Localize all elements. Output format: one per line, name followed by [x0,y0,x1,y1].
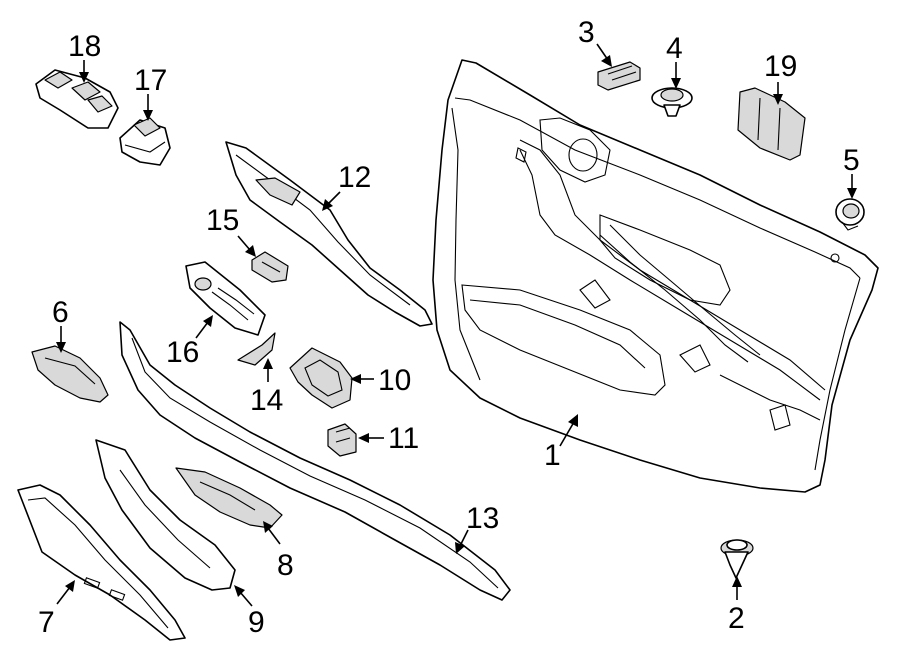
lower-trim-panel-drawing [17,484,186,641]
insulator-pad-drawing [737,87,806,161]
callout-number-8: 8 [277,549,294,582]
callout-number-1: 1 [544,439,561,472]
callout-14: 14 [250,358,283,417]
push-retainer-drawing [720,539,754,579]
callout-number-11: 11 [388,422,419,455]
callout-number-4: 4 [666,32,683,65]
callout-11: 11 [358,422,419,455]
door-trim-panel-drawing [432,59,879,493]
callout-9: 9 [234,585,265,639]
callout-number-16: 16 [166,336,199,369]
callout-4: 4 [666,32,683,89]
callout-2: 2 [728,576,745,635]
callout-19: 19 [764,50,797,105]
callout-number-3: 3 [578,16,595,49]
callout-17: 17 [134,64,167,121]
grommet-drawing [835,198,865,231]
plastic-rivet-drawing [651,87,693,117]
callout-number-18: 18 [68,30,101,63]
pull-handle-cup-drawing [289,347,353,409]
switch-bezel-drawing [185,261,266,336]
callout-6: 6 [52,296,69,353]
callout-15: 15 [206,204,256,257]
callout-number-13: 13 [466,502,499,535]
callout-1: 1 [544,414,578,472]
callout-number-12: 12 [338,161,371,194]
upper-trim-strip-drawing [225,141,433,327]
armrest-pad-drawing [95,439,236,591]
callout-13: 13 [455,502,499,554]
callout-number-19: 19 [764,50,797,83]
callout-number-17: 17 [134,64,167,97]
callout-10: 10 [350,364,411,397]
handle-bezel-drawing [175,467,283,529]
callout-number-10: 10 [378,364,411,397]
callout-12: 12 [322,161,371,211]
speaker-cover-drawing [31,345,109,403]
callout-number-2: 2 [728,602,745,635]
callout-5: 5 [843,144,860,199]
mounting-clip-drawing [597,61,641,91]
master-window-switch-drawing [35,69,119,129]
bracket-clip-drawing [327,423,357,457]
callout-8: 8 [263,521,294,582]
callout-number-5: 5 [843,144,860,177]
callout-number-9: 9 [248,606,265,639]
small-bracket-drawing [237,332,276,366]
callout-number-6: 6 [52,296,69,329]
callout-18: 18 [68,30,101,83]
long-trim-molding-drawing [119,321,511,601]
switch-clip-drawing [251,251,289,283]
callout-number-15: 15 [206,204,239,237]
callout-3: 3 [578,16,612,67]
single-switch-drawing [119,117,171,166]
callout-16: 16 [166,315,213,369]
callout-number-14: 14 [250,384,283,417]
callout-7: 7 [38,580,75,639]
callout-number-7: 7 [38,606,55,639]
